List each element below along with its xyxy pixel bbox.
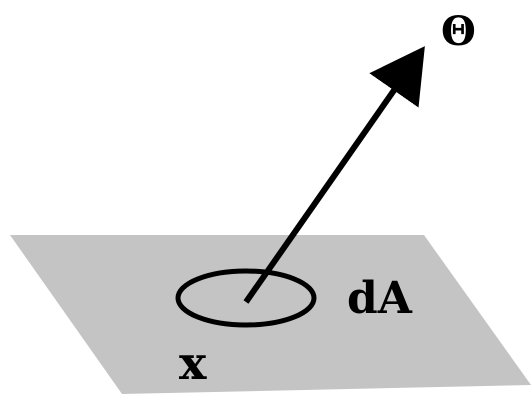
direction-arrow xyxy=(243,46,425,304)
direction-label-theta: Θ xyxy=(441,8,476,55)
surface-plane xyxy=(10,235,531,394)
area-element-dA xyxy=(175,268,317,328)
area-label-dA: dA xyxy=(347,273,413,324)
point-label-x: x xyxy=(179,336,207,390)
